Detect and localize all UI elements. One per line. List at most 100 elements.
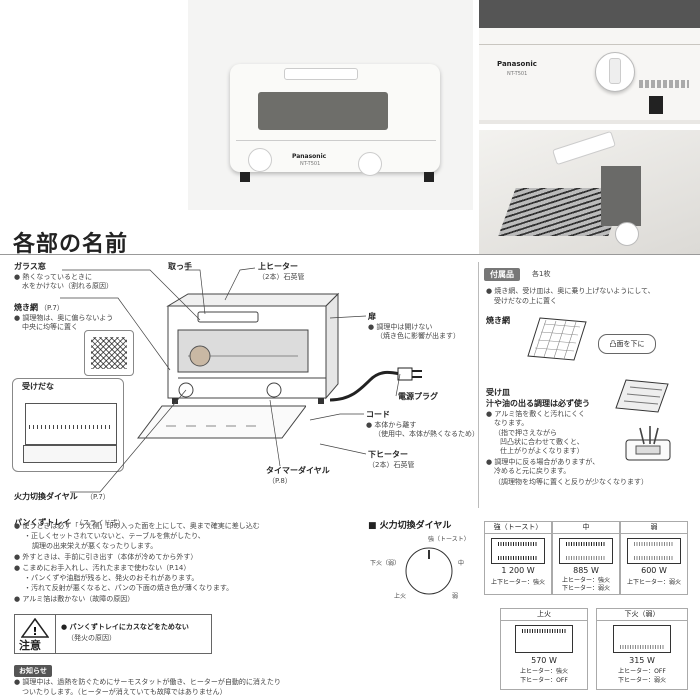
product-photo-closeup-dial: Panasonic NT-T501 xyxy=(479,0,700,124)
crumb-tray-line-1: ● 使うときは必ず「うえ側」印の入った面を上にして、奥まで確実に差し込む xyxy=(14,522,260,530)
caution-icon-label: 注意 xyxy=(19,639,41,652)
receiving-shelf-label: 受けだな xyxy=(22,382,54,391)
svg-text:!: ! xyxy=(32,625,37,638)
grill-net-inset xyxy=(84,330,134,376)
heater-element-icon xyxy=(515,625,573,653)
accessories-intro-2: 受けだなの上に置く xyxy=(494,297,557,305)
heater-mode-upper: 上ヒーター：強火 xyxy=(519,668,568,675)
power-dial-diagram xyxy=(404,546,454,596)
caution-title: ● パンくずトレイにカスなどをためない xyxy=(61,623,189,631)
heater-mode-lower: 下ヒーター：弱火 xyxy=(561,585,610,592)
acc-tray-line-7: 冷めると元に戻ります。 xyxy=(494,467,571,475)
timer-dial-label: タイマーダイヤル xyxy=(266,466,330,475)
grill-net-label: 焼き網 xyxy=(14,303,38,312)
heater-mode-lower: 下ヒーター：OFF xyxy=(520,677,568,684)
power-cord-drawing xyxy=(329,360,430,410)
acc-grill-net-image xyxy=(526,314,588,364)
dial-label-bottom-left: 上火 xyxy=(394,593,407,600)
heater-mode-card: 弱 600 W 上下ヒーター：弱火 xyxy=(620,521,688,595)
dial-label-bottom-right: 弱 xyxy=(452,593,459,600)
acc-grill-net-label: 焼き網 xyxy=(486,316,510,325)
cord-label: コード xyxy=(366,410,390,419)
caution-sub: （発火の原因） xyxy=(67,634,116,642)
notice-line-2: ついたりします。（ヒーターが消えていても故障ではありません） xyxy=(22,688,227,696)
glass-window-label: ガラス窓 xyxy=(14,262,46,271)
accessories-count: 各1枚 xyxy=(532,270,551,278)
acc-grill-net-callout: 凸面を下に xyxy=(598,334,656,354)
crumb-tray-drawing xyxy=(136,402,307,444)
heater-mode-upper: 上下ヒーター：弱火 xyxy=(626,579,681,586)
heater-mode-watt: 570 W xyxy=(531,656,557,665)
heater-mode-title: 弱 xyxy=(621,522,687,534)
acc-tray-line-2: なります。 xyxy=(494,419,529,427)
heater-mode-watt: 315 W xyxy=(629,656,655,665)
door-label: 扉 xyxy=(368,312,376,321)
heater-mode-card: 上火 570 W 上ヒーター：強火 下ヒーター：OFF xyxy=(500,608,588,690)
door-note-2: （焼き色に影響が出ます） xyxy=(376,332,460,340)
acc-tray-line-1: ● アルミ箔を敷くと汚れにくく xyxy=(486,410,586,418)
heater-mode-upper: 上ヒーター：強火 xyxy=(561,577,610,584)
cord-note-1: ● 本体から離す xyxy=(366,421,417,429)
accessories-intro-1: ● 焼き網、受け皿は、奥に乗り上げないようにして、 xyxy=(486,287,655,295)
notice-line-1: ● 調理中は、過熱を防ぐためにサーモスタットが働き、ヒーターが自動的に消えたり xyxy=(14,678,281,686)
lower-heater-label: 下ヒーター xyxy=(368,450,408,459)
heater-mode-upper: 上下ヒーター：強火 xyxy=(490,579,545,586)
dial-label-right: 中 xyxy=(458,560,465,567)
acc-tray-line-3: （指で押さえながら xyxy=(494,429,557,437)
timer-dial-ref: （P.8） xyxy=(268,477,292,485)
dial-section-title: ■ 火力切換ダイヤル xyxy=(368,521,452,531)
cord-note-2: （使用中、本体が熱くなるため） xyxy=(374,430,479,438)
crumb-tray-line-8: ● アルミ箔は敷かない（故障の原因） xyxy=(14,595,135,603)
heater-mode-lower: 下ヒーター：弱火 xyxy=(617,677,666,684)
heater-mode-title: 強（トースト） xyxy=(485,522,551,534)
heater-element-icon xyxy=(627,538,681,564)
door-note-1: ● 調理中は開けない xyxy=(368,323,433,331)
brand-logo: Panasonic xyxy=(292,153,327,160)
dial-label-left: 下火（弱） xyxy=(370,560,401,567)
acc-tray-line-5: 仕上がりがよくなります） xyxy=(500,447,584,455)
crumb-tray-line-2: ・正しくセットされていないと、テーブルを焦がしたり、 xyxy=(24,532,205,540)
acc-tray-label: 受け皿 xyxy=(486,388,510,397)
glass-window-note-1: ● 熱くなっているときに xyxy=(14,273,92,281)
warning-icon: ! xyxy=(20,617,50,638)
crumb-tray-title-sub: （スライド式） xyxy=(75,519,125,527)
heater-mode-card: 強（トースト） 1 200 W 上下ヒーター：強火 xyxy=(484,521,552,595)
heater-mode-title: 下火（弱） xyxy=(597,609,687,621)
product-photo-front: Panasonic NT-T501 xyxy=(188,0,473,210)
grill-net-ref: （P.7） xyxy=(40,304,64,312)
grill-net-note-1: ● 調理物は、奥に偏らないよう xyxy=(14,314,114,322)
acc-tray-hand-image xyxy=(620,424,676,464)
upper-heater-sub: （2本）石英管 xyxy=(258,273,305,281)
power-switch-dial-ref: （P.7） xyxy=(86,493,110,501)
heater-mode-watt: 1 200 W xyxy=(501,566,535,575)
closeup-brand-logo: Panasonic xyxy=(497,60,537,68)
notice-label: お知らせ xyxy=(14,665,52,677)
dial-label-top: 強（トースト） xyxy=(428,536,470,543)
closeup-model-number: NT-T501 xyxy=(507,71,528,77)
heater-mode-watt: 600 W xyxy=(641,566,667,575)
heater-mode-title: 中 xyxy=(553,522,619,534)
acc-tray-line-6: ● 調理中に反る場合がありますが、 xyxy=(486,458,600,466)
receiving-shelf-inset xyxy=(12,378,124,472)
heater-element-icon xyxy=(559,538,613,564)
grill-net-note-2: 中央に均等に置く xyxy=(22,323,78,331)
acc-tray-line-4: 凹凸状に合わせて敷くと、 xyxy=(500,438,584,446)
heater-mode-card: 中 885 W 上ヒーター：強火 下ヒーター：弱火 xyxy=(552,521,620,595)
crumb-tray-line-6: ・パンくずや油脂が残ると、発火のおそれがあります。 xyxy=(24,574,199,582)
acc-tray-headline: 汁や油の出る調理は必ず使う xyxy=(486,399,590,408)
upper-heater-label: 上ヒーター xyxy=(258,262,298,271)
heater-mode-upper: 上ヒーター：OFF xyxy=(618,668,666,675)
heater-mode-title: 上火 xyxy=(501,609,587,621)
lower-heater-sub: （2本）石英管 xyxy=(368,461,415,469)
accessories-title: 付属品 xyxy=(484,268,520,281)
glass-window-note-2: 水をかけない（割れる原因） xyxy=(22,282,113,290)
heater-element-icon xyxy=(491,538,545,564)
toaster-diagram xyxy=(148,286,348,426)
power-plug-label: 電源プラグ xyxy=(398,392,438,401)
acc-tray-image xyxy=(614,376,670,416)
crumb-tray-title: パンくずトレイ xyxy=(14,518,71,527)
crumb-tray-line-4: ● 外すときは、手前に引き出す（本体が冷めてから外す） xyxy=(14,553,198,561)
heater-element-icon xyxy=(613,625,671,653)
model-number: NT-T501 xyxy=(300,161,321,167)
heater-mode-watt: 885 W xyxy=(573,566,599,575)
